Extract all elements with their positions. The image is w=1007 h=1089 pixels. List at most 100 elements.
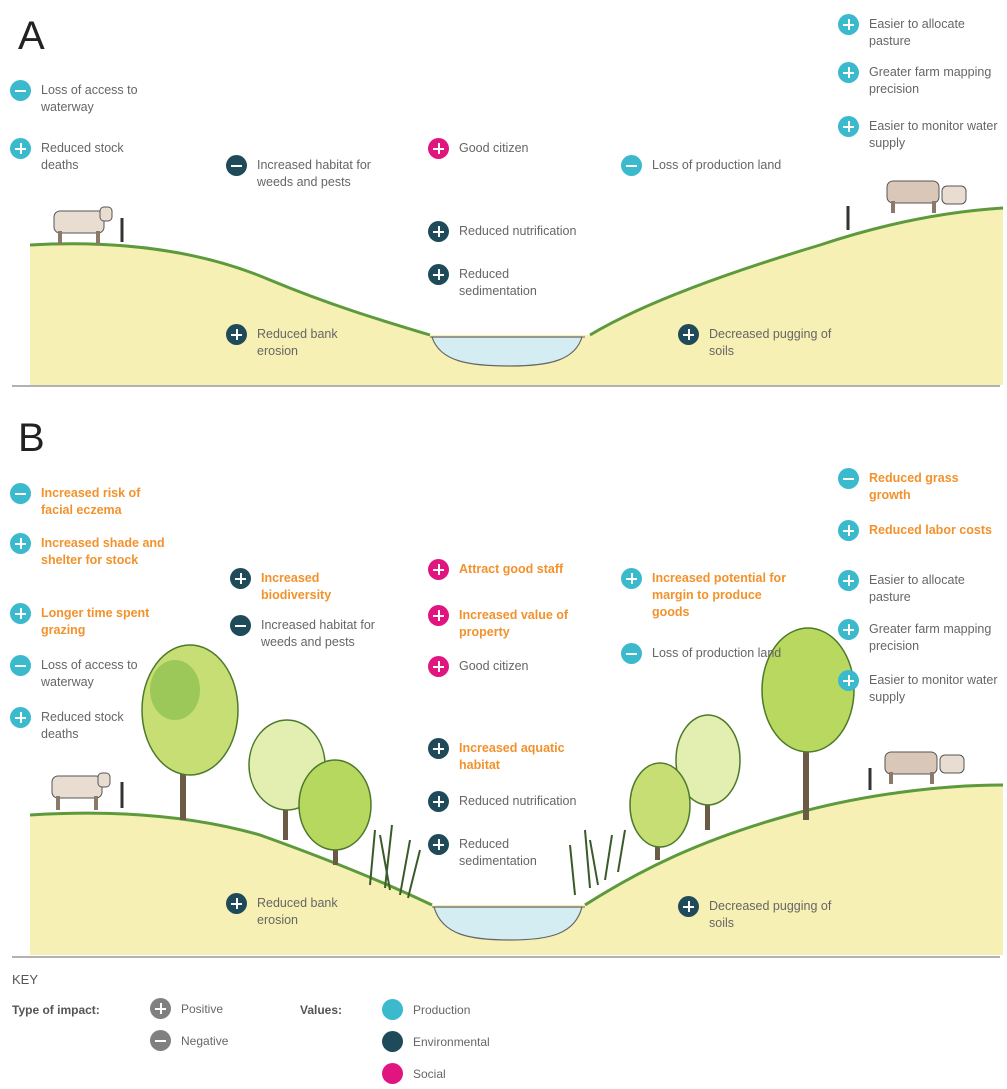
minus-icon — [838, 468, 859, 489]
impact-item: Reduced nutrification — [428, 221, 639, 242]
impact-label: Increased habitat for weeds and pests — [257, 158, 371, 189]
impact-item: Decreased pugging of soils — [678, 896, 849, 932]
impact-label: Loss of access to waterway — [41, 658, 138, 689]
impact-label: Attract good staff — [459, 562, 564, 576]
reeds-icon — [569, 829, 626, 896]
impact-label: Increased biodiversity — [261, 571, 332, 602]
key-positive-label: Positive — [181, 1001, 224, 1016]
plus-icon — [428, 656, 449, 677]
impact-item: Greater farm mapping precision — [838, 62, 999, 98]
impact-item: Increased habitat for weeds and pests — [230, 615, 411, 651]
impact-item: Reduced bank erosion — [226, 324, 367, 360]
plus-icon — [838, 116, 859, 137]
impact-label: Increased aquatic habitat — [459, 741, 565, 772]
plus-icon — [838, 619, 859, 640]
impact-label: Increased risk of facial eczema — [41, 486, 141, 517]
minus-icon — [10, 655, 31, 676]
impact-label: Good citizen — [459, 659, 529, 673]
plus-icon — [10, 603, 31, 624]
impact-item: Easier to monitor water supply — [838, 670, 999, 706]
impact-label: Greater farm mapping precision — [869, 622, 992, 653]
environmental-dot-icon — [382, 1031, 403, 1052]
impact-label: Reduced nutrification — [459, 794, 577, 808]
key-social: Social — [382, 1063, 446, 1084]
impact-item: Easier to allocate pasture — [838, 14, 999, 50]
plus-icon — [226, 893, 247, 914]
impact-item: Increased biodiversity — [230, 568, 371, 604]
key-production: Production — [382, 999, 470, 1020]
plus-icon — [838, 14, 859, 35]
impact-item: Greater farm mapping precision — [838, 619, 999, 655]
minus-icon — [230, 615, 251, 636]
impact-label: Increased shade and shelter for stock — [41, 536, 165, 567]
impact-item: Good citizen — [428, 138, 599, 159]
impact-item: Reduced sedimentation — [428, 834, 569, 870]
plus-icon — [838, 570, 859, 591]
impact-item: Increased aquatic habitat — [428, 738, 589, 774]
impact-item: Reduced grass growth — [838, 468, 999, 504]
impact-item: Increased shade and shelter for stock — [10, 533, 171, 569]
cow-icon — [53, 206, 124, 245]
impact-label: Reduced nutrification — [459, 224, 577, 238]
impact-item: Easier to allocate pasture — [838, 570, 999, 606]
plus-icon — [678, 896, 699, 917]
plus-icon — [621, 568, 642, 589]
plus-icon — [838, 62, 859, 83]
impact-label: Reduced stock deaths — [41, 141, 124, 172]
impact-label: Reduced bank erosion — [257, 896, 338, 927]
minus-icon — [10, 80, 31, 101]
impact-label: Increased value of property — [459, 608, 569, 639]
impact-label: Increased potential for margin to produc… — [652, 571, 787, 619]
impact-label: Reduced stock deaths — [41, 710, 124, 741]
panel-a — [0, 0, 1007, 390]
tree-icon — [675, 714, 741, 830]
impact-item: Increased risk of facial eczema — [10, 483, 171, 519]
tree-icon — [141, 644, 239, 820]
plus-icon — [678, 324, 699, 345]
impact-label: Easier to monitor water supply — [869, 673, 998, 704]
minus-icon — [10, 483, 31, 504]
impact-label: Reduced grass growth — [869, 471, 959, 502]
key-environmental: Environmental — [382, 1031, 490, 1052]
impact-label: Reduced sedimentation — [459, 267, 537, 298]
impact-label: Loss of production land — [652, 158, 782, 172]
minus-icon — [621, 155, 642, 176]
impact-label: Greater farm mapping precision — [869, 65, 992, 96]
cow-icon — [846, 180, 967, 230]
panel-b-landscape — [12, 627, 1004, 958]
tree-icon — [298, 759, 372, 865]
plus-icon — [10, 138, 31, 159]
impact-label: Decreased pugging of soils — [709, 327, 832, 358]
tree-icon — [629, 762, 691, 860]
impact-label: Reduced labor costs — [869, 523, 992, 537]
impact-item: Reduced nutrification — [428, 791, 639, 812]
minus-icon — [150, 1030, 171, 1051]
impact-item: Increased potential for margin to produc… — [621, 568, 792, 621]
plus-icon — [428, 834, 449, 855]
impact-label: Longer time spent grazing — [41, 606, 150, 637]
impact-label: Easier to monitor water supply — [869, 119, 998, 150]
panel-b-letter: B — [18, 416, 45, 460]
plus-icon — [10, 533, 31, 554]
minus-icon — [621, 643, 642, 664]
impact-item: Attract good staff — [428, 559, 639, 580]
impact-label: Loss of access to waterway — [41, 83, 138, 114]
production-dot-icon — [382, 999, 403, 1020]
panel-a-landscape — [12, 180, 1004, 387]
key-social-label: Social — [413, 1066, 446, 1081]
impact-item: Increased habitat for weeds and pests — [226, 155, 407, 191]
impact-item: Good citizen — [428, 656, 599, 677]
impact-item: Decreased pugging of soils — [678, 324, 849, 360]
cow-icon — [868, 751, 965, 790]
plus-icon — [428, 791, 449, 812]
social-dot-icon — [382, 1063, 403, 1084]
reeds-icon — [369, 824, 421, 899]
impact-item: Reduced stock deaths — [10, 138, 151, 174]
key-values-label: Values: — [300, 1003, 343, 1017]
minus-icon — [226, 155, 247, 176]
impact-item: Loss of production land — [621, 643, 802, 664]
impact-label: Easier to allocate pasture — [869, 573, 965, 604]
plus-icon — [428, 138, 449, 159]
impact-item: Longer time spent grazing — [10, 603, 176, 639]
plus-icon — [10, 707, 31, 728]
